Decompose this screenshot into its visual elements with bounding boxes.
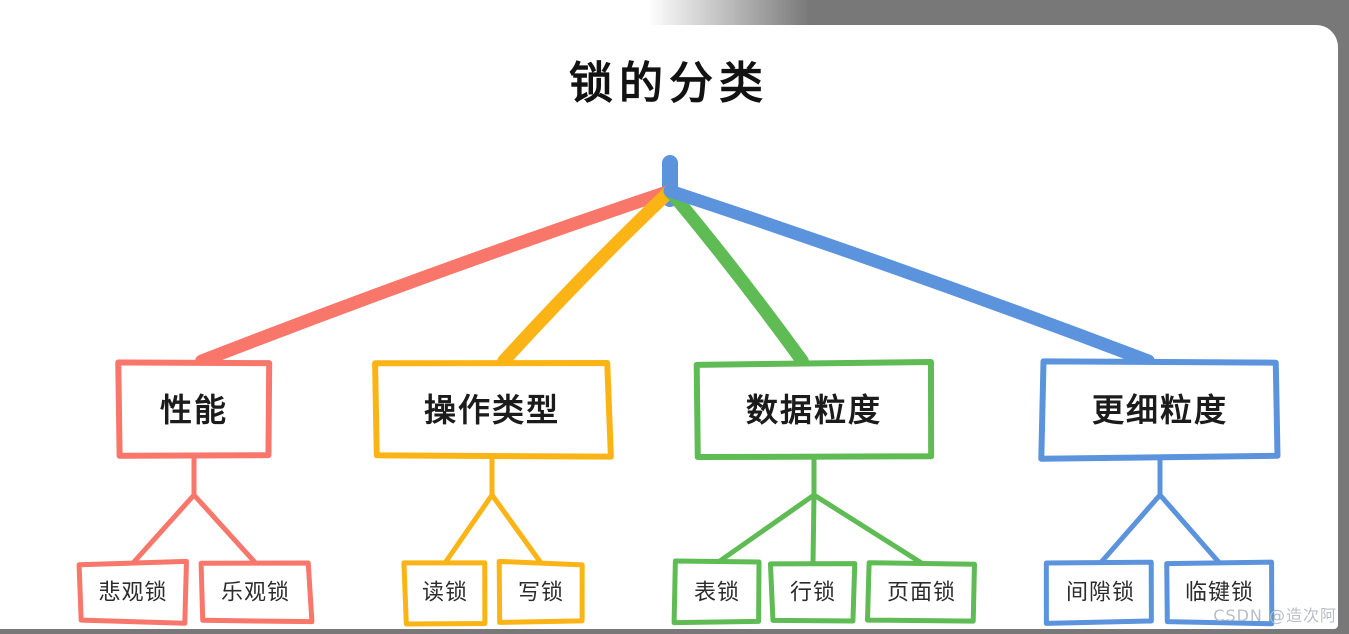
leaf-node-box [671,558,762,626]
leaf-node-label: 间隙锁 [1066,581,1135,606]
leaf-node-data-granularity-2[interactable]: 页面锁 [865,560,977,624]
leaf-node-box [76,558,189,626]
branch-finer-granularity [663,184,1155,368]
node-label: 性能 [160,391,228,429]
node-box [693,358,935,461]
node-box [115,359,273,459]
leaf-node-operation-type-0[interactable]: 读锁 [401,560,488,627]
node-operation-type[interactable]: 操作类型 [372,359,614,460]
connector-performance-0 [130,492,197,566]
connector-layer [130,454,1222,566]
leaf-node-label: 表锁 [694,581,740,606]
leaf-node-label: 悲观锁 [98,581,167,606]
leaf-node-box [496,558,585,625]
connector-operation-type-1 [489,492,544,566]
leaf-node-data-granularity-0[interactable]: 表锁 [671,558,762,626]
content-panel: 锁的分类 性能悲观锁 乐观锁 操作类型读锁 写锁 数据粒度表锁 行锁 页面锁 更细粒度间隙锁 临… [0,25,1338,629]
branch-data-granularity [663,184,809,368]
connector-finer-granularity-0 [1098,492,1163,566]
leaf-node-finer-granularity-0[interactable]: 间隙锁 [1043,559,1154,626]
leaf-node-box [1164,559,1275,627]
node-finer-granularity[interactable]: 更细粒度 [1038,358,1281,462]
leaf-node-box [198,560,315,625]
leaf-node-data-granularity-1[interactable]: 行锁 [767,561,858,624]
leaf-node-label: 临键锁 [1185,581,1254,606]
leaf-node-label: 行锁 [790,581,836,606]
node-label: 更细粒度 [1092,391,1228,429]
leaf-node-label: 读锁 [422,581,468,606]
leaf-node-finer-granularity-1[interactable]: 临键锁 [1164,559,1275,627]
leaf-node-label: 乐观锁 [221,581,290,606]
branch-performance [195,184,677,368]
connector-data-granularity-0 [714,492,817,566]
leaf-node-performance-0[interactable]: 悲观锁 [76,558,189,626]
leaf-node-performance-1[interactable]: 乐观锁 [198,560,315,625]
node-performance[interactable]: 性能 [115,359,273,459]
node-data-granularity[interactable]: 数据粒度 [693,358,935,461]
branch-layer [195,155,1155,368]
branch-operation-type [497,184,677,368]
connector-data-granularity-2 [811,492,924,566]
connector-data-granularity-1 [810,492,817,566]
connector-operation-type-0 [442,492,495,566]
leaf-node-box [401,560,488,627]
leaf-node-box [767,561,858,624]
page-title: 锁的分类 [569,58,769,109]
node-box [1038,358,1281,462]
leaf-node-operation-type-1[interactable]: 写锁 [496,558,585,625]
node-label: 操作类型 [424,391,560,429]
connector-performance-1 [191,492,258,566]
connector-finer-granularity-1 [1157,492,1222,566]
node-box [372,359,614,460]
leaf-node-label: 页面锁 [887,581,956,606]
leaf-node-label: 写锁 [518,581,564,606]
leaf-node-box [1043,559,1154,626]
node-label: 数据粒度 [746,391,882,429]
leaf-node-box [865,560,977,624]
top-gradient-bar [0,0,1349,26]
